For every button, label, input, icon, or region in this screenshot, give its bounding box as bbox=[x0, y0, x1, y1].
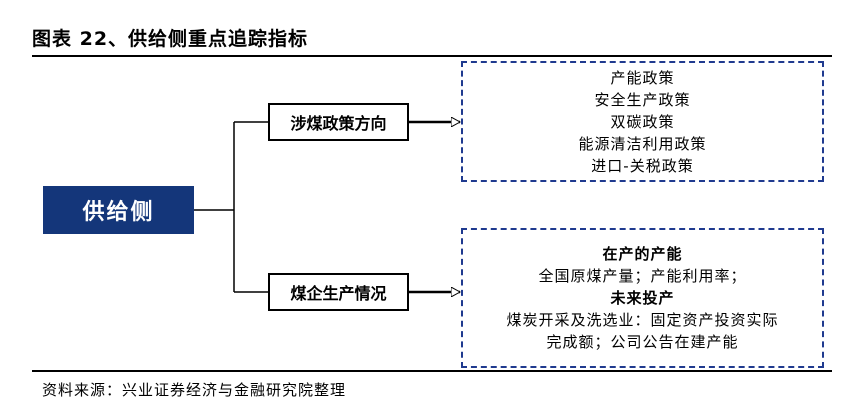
production-detail-line: 完成额；公司公告在建产能 bbox=[546, 333, 739, 351]
figure-title: 图表 22、供给侧重点追踪指标 bbox=[32, 28, 309, 50]
source-note: 资料来源：兴业证券经济与金融研究院整理 bbox=[42, 381, 347, 399]
production-detail-line: 全国原煤产量；产能利用率； bbox=[538, 267, 747, 285]
policy-detail-line: 安全生产政策 bbox=[594, 90, 691, 109]
policy-detail-line: 进口-关税政策 bbox=[591, 156, 694, 175]
branch-node-coal-production: 煤企生产情况 bbox=[268, 273, 409, 311]
production-detail-line: 煤炭开采及洗选业：固定资产投资实际 bbox=[506, 311, 779, 329]
policy-detail-line: 产能政策 bbox=[610, 68, 675, 87]
root-node-supply-side: 供给侧 bbox=[43, 186, 194, 234]
policy-details-box: 产能政策 安全生产政策 双碳政策 能源清洁利用政策 进口-关税政策 bbox=[461, 61, 824, 182]
production-detail-heading: 未来投产 bbox=[610, 289, 675, 307]
policy-detail-line: 能源清洁利用政策 bbox=[578, 134, 707, 153]
branch-node-coal-policy: 涉煤政策方向 bbox=[268, 103, 409, 141]
production-detail-heading: 在产的产能 bbox=[602, 245, 683, 263]
production-details-box: 在产的产能 全国原煤产量；产能利用率； 未来投产 煤炭开采及洗选业：固定资产投资… bbox=[461, 228, 824, 368]
policy-detail-line: 双碳政策 bbox=[610, 112, 675, 131]
top-rule bbox=[32, 55, 832, 57]
bottom-rule bbox=[32, 370, 832, 372]
